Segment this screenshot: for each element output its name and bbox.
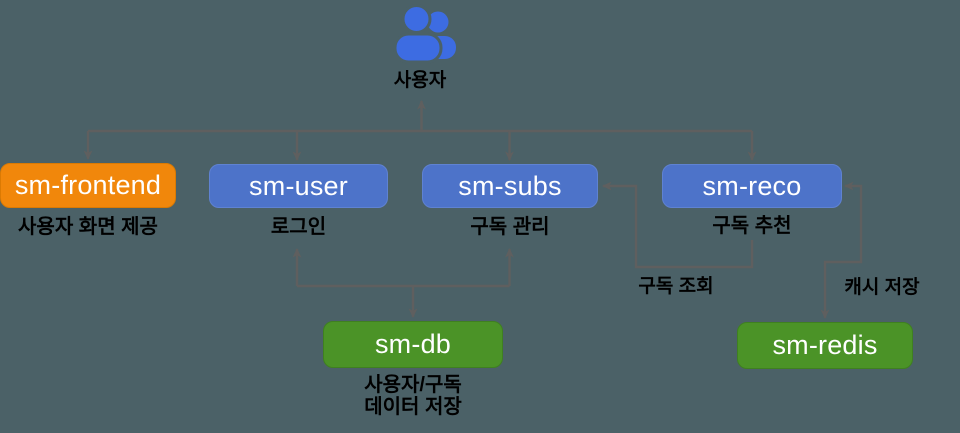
- edge-reco-to-subs: [601, 181, 754, 269]
- sublabel-sm-db: 사용자/구독 데이터 저장: [364, 374, 462, 418]
- node-sm-user: sm-user: [209, 164, 388, 208]
- node-sm-redis: sm-redis: [737, 322, 913, 369]
- node-sm-db: sm-db: [323, 321, 503, 368]
- edge-label-cache-store: 캐시 저장: [844, 277, 920, 298]
- node-sm-db-label: sm-db: [374, 329, 451, 359]
- node-sm-user-label: sm-user: [249, 170, 348, 201]
- sublabel-sm-reco: 구독 추천: [712, 215, 792, 237]
- users-icon: [393, 4, 456, 64]
- node-sm-subs: sm-subs: [422, 164, 598, 208]
- sublabel-sm-subs: 구독 관리: [470, 216, 550, 238]
- node-sm-reco-label: sm-reco: [702, 170, 802, 201]
- node-sm-redis-label: sm-redis: [772, 330, 878, 360]
- node-sm-frontend: sm-frontend: [0, 163, 176, 208]
- node-sm-frontend-label: sm-frontend: [14, 170, 162, 200]
- sublabel-sm-frontend: 사용자 화면 제공: [18, 216, 158, 238]
- node-sm-reco: sm-reco: [662, 164, 842, 208]
- edge-reco-redis: [820, 181, 863, 320]
- node-sm-subs-label: sm-subs: [458, 170, 562, 201]
- user-label: 사용자: [393, 70, 447, 91]
- sublabel-sm-user: 로그인: [270, 216, 327, 238]
- edge-label-subscription-lookup: 구독 조회: [638, 276, 714, 297]
